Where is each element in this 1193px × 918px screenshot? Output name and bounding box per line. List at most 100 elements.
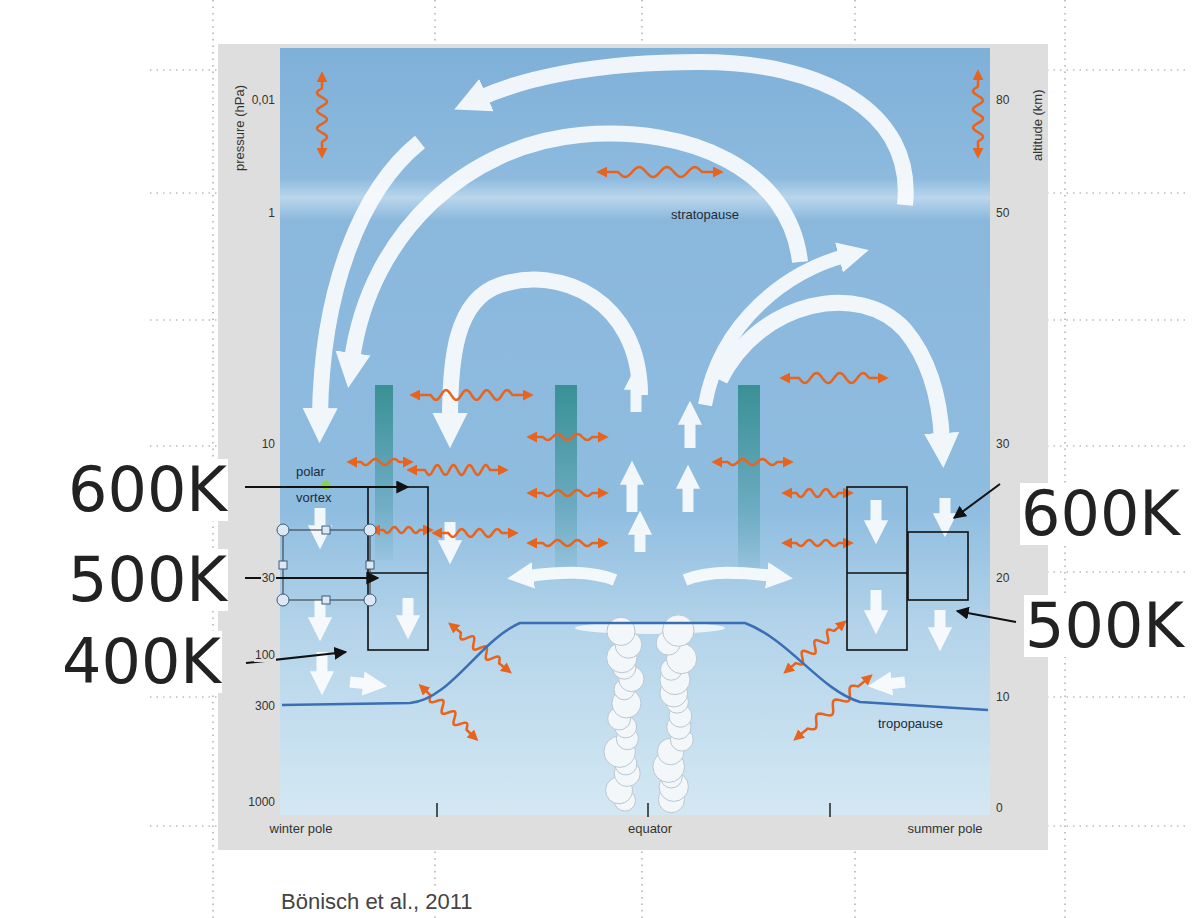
convective-clouds: [604, 615, 697, 813]
circulation-arrows: [320, 62, 945, 684]
axis-tick: 0: [995, 801, 1004, 815]
axis-tick: 1000: [247, 795, 276, 809]
corner-handle: [277, 594, 289, 606]
leader-arrow: [245, 486, 408, 488]
corner-handle: [364, 594, 376, 606]
selection-box: [283, 530, 370, 600]
flow-arrow: [935, 610, 946, 632]
figure-panel: [218, 44, 1048, 850]
flow-arrow: [350, 682, 368, 684]
box-divider: [368, 572, 428, 574]
axis-title: altitude (km): [1030, 88, 1046, 162]
corner-handle: [277, 524, 289, 536]
circulation-arrow: [720, 303, 942, 440]
axis-tick: 80: [995, 93, 1010, 107]
transport-barrier: [375, 385, 393, 560]
mixing-arrow: [378, 527, 425, 533]
mixing-arrow: [605, 167, 715, 177]
mixing-arrow: [535, 434, 600, 440]
axis-tick: 30: [261, 571, 276, 585]
teal-bars: [375, 385, 760, 580]
isentrope-label: 600K: [1020, 483, 1181, 545]
axis-title: pressure (hPa): [232, 84, 248, 172]
flow-arrow: [685, 420, 696, 448]
leader-arrow: [957, 611, 1016, 622]
flow-arrow: [403, 598, 414, 620]
axis-tick: 30: [995, 437, 1010, 451]
axis-tick: 300: [254, 699, 276, 713]
mixing-arrow: [790, 489, 845, 497]
axis-tick: 50: [995, 206, 1010, 220]
axis-ticks: [437, 803, 830, 817]
mixing-arrow: [440, 529, 510, 537]
flow-arrow: [683, 484, 694, 512]
mixing-arrow: [415, 465, 500, 475]
isentrope-label: 600K: [67, 459, 228, 521]
side-handle: [366, 561, 374, 569]
flow-arrow: [871, 590, 882, 615]
annotation-box: [908, 532, 968, 600]
side-handle: [279, 561, 287, 569]
leader-arrows: [245, 484, 1016, 663]
annotation-box: [368, 487, 428, 650]
mixing-arrow: [790, 540, 845, 546]
axis-tick: 0,01: [251, 93, 276, 107]
guide-line: [1064, 0, 1065, 918]
guide-grid: [150, 0, 1190, 918]
axis-tick: 1: [267, 206, 276, 220]
cloud-puff: [663, 615, 694, 646]
mixing-arrows: [317, 78, 983, 735]
layer-label: tropopause: [878, 716, 943, 732]
isentrope-label: 500K: [1024, 595, 1185, 657]
circulation-arrow: [528, 573, 615, 580]
tick-mark: [647, 803, 649, 817]
isentrope-label: 400K: [61, 631, 222, 693]
layer-label: stratopause: [671, 207, 739, 223]
mixing-arrow: [790, 626, 840, 668]
side-handle: [322, 596, 330, 604]
transport-barrier: [555, 385, 577, 580]
figure-caption: Bönisch et al., 2011: [280, 889, 474, 915]
mixing-arrow: [418, 390, 525, 400]
cloud-puff: [607, 617, 635, 645]
mixing-arrow: [317, 80, 327, 150]
mixing-arrow: [455, 628, 505, 668]
circulation-arrow: [685, 573, 772, 580]
tropopause-line: [282, 623, 988, 710]
isentrope-label: 500K: [67, 549, 228, 611]
region-label: polar vortex: [296, 459, 344, 511]
flow-arrow: [635, 530, 646, 552]
transport-barrier: [738, 385, 760, 580]
mixing-arrow: [535, 490, 600, 496]
mixing-arrow: [355, 459, 405, 465]
vortex-dot: [322, 481, 331, 490]
mixing-arrow: [535, 540, 600, 546]
side-handle: [322, 526, 330, 534]
annotation-box: [847, 487, 907, 650]
tick-mark: [829, 803, 831, 817]
atmosphere-background: [280, 48, 990, 815]
axis-category: summer pole: [906, 821, 983, 837]
flow-arrow: [871, 500, 882, 525]
flow-arrow: [940, 498, 951, 518]
corner-handle: [364, 524, 376, 536]
axis-tick: 20: [995, 571, 1010, 585]
axis-category: equator: [627, 821, 673, 837]
axis-tick: 100: [254, 648, 276, 662]
mixing-arrow: [788, 373, 880, 383]
annotation-boxes: [283, 487, 968, 650]
axis-category: winter pole: [269, 821, 334, 837]
axis-tick: 10: [995, 690, 1010, 704]
axis-tick: 10: [261, 437, 276, 451]
box-divider: [847, 572, 907, 574]
mixing-arrow: [720, 459, 785, 465]
mixing-arrow: [973, 78, 983, 150]
flow-arrow: [887, 682, 905, 684]
leader-arrow: [954, 484, 1000, 518]
flow-arrow: [631, 385, 642, 412]
flow-arrow: [627, 480, 638, 512]
selection-handles: [277, 524, 376, 606]
tick-mark: [436, 803, 438, 817]
circulation-arrow: [320, 142, 420, 415]
